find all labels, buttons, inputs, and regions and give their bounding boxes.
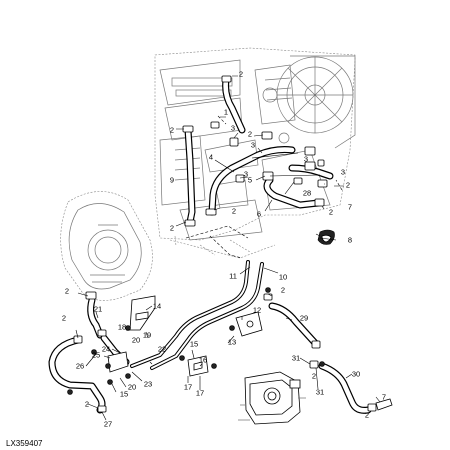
callout: 17: [196, 389, 204, 398]
callout: 19: [143, 331, 151, 340]
hose-29: [268, 302, 320, 348]
callout: 2: [329, 208, 333, 217]
leader-lines: [75, 75, 381, 421]
tube-10: [150, 262, 264, 370]
clamps: [73, 75, 393, 413]
callout: 7: [348, 203, 352, 212]
callout: 2: [62, 314, 66, 323]
callout: 22: [158, 345, 166, 354]
callout: 5: [248, 176, 252, 185]
callout: 31: [316, 388, 324, 397]
callout: 2: [365, 411, 369, 420]
callout: 11: [229, 272, 237, 281]
hose-26: [48, 336, 106, 414]
figure-id: LX359407: [6, 439, 43, 448]
callout: 31: [292, 354, 300, 363]
callout: 18: [118, 323, 126, 332]
callout: 12: [253, 306, 261, 315]
callout: 4: [209, 153, 213, 162]
callout: 14: [153, 302, 161, 311]
callout: 30: [352, 370, 360, 379]
callout: 2: [85, 400, 89, 409]
callout: 17: [184, 383, 192, 392]
callout: 25: [92, 351, 100, 360]
callout: 21: [94, 305, 102, 314]
callout: 9: [170, 176, 174, 185]
tube-11: [130, 260, 250, 368]
callout: 2: [65, 287, 69, 296]
callout: 23: [144, 380, 152, 389]
hose-21: [87, 296, 104, 339]
callout: 3: [244, 170, 248, 179]
callout: 3: [251, 141, 255, 150]
callout: 7: [382, 393, 386, 402]
callout: 2: [312, 372, 316, 381]
callout: 2: [248, 130, 252, 139]
callout: 13: [228, 338, 236, 347]
callout: 2: [281, 286, 285, 295]
callout: 3: [304, 155, 308, 164]
callout: 15: [190, 340, 198, 349]
callout: 1: [224, 108, 228, 117]
callout: 20: [128, 383, 136, 392]
callout: 2: [170, 126, 174, 135]
callout: 20: [132, 336, 140, 345]
callout: 2: [239, 70, 243, 79]
hose-6: [263, 176, 322, 209]
callout: 2: [346, 181, 350, 190]
callout: 2: [232, 207, 236, 216]
callout: 3: [341, 168, 345, 177]
callout: 6: [257, 210, 261, 219]
callout: 24: [102, 345, 110, 354]
callout: 28: [303, 189, 311, 198]
callout: 10: [279, 273, 287, 282]
fan-shroud-ghost: [276, 55, 356, 149]
callout-labels: 2 1 2 3 2 3 3 5 4 9 3 3 28 7 2 2 2 2 6 8…: [62, 70, 386, 429]
callout: 29: [300, 314, 308, 323]
hydraulic-pump: [238, 371, 306, 425]
hose-1: [222, 76, 246, 134]
hose-9: [184, 126, 196, 226]
callout: 15: [120, 390, 128, 399]
callout: 16: [199, 356, 207, 365]
brackets: [67, 287, 325, 395]
flywheel-housing-ghost: [60, 191, 153, 301]
callout: 2: [170, 224, 174, 233]
callout: 3: [231, 124, 235, 133]
hose-4: [208, 146, 296, 216]
hose-30: [318, 362, 372, 414]
callout: 26: [76, 362, 84, 371]
callout: 8: [348, 236, 352, 245]
callout: 27: [104, 420, 112, 429]
